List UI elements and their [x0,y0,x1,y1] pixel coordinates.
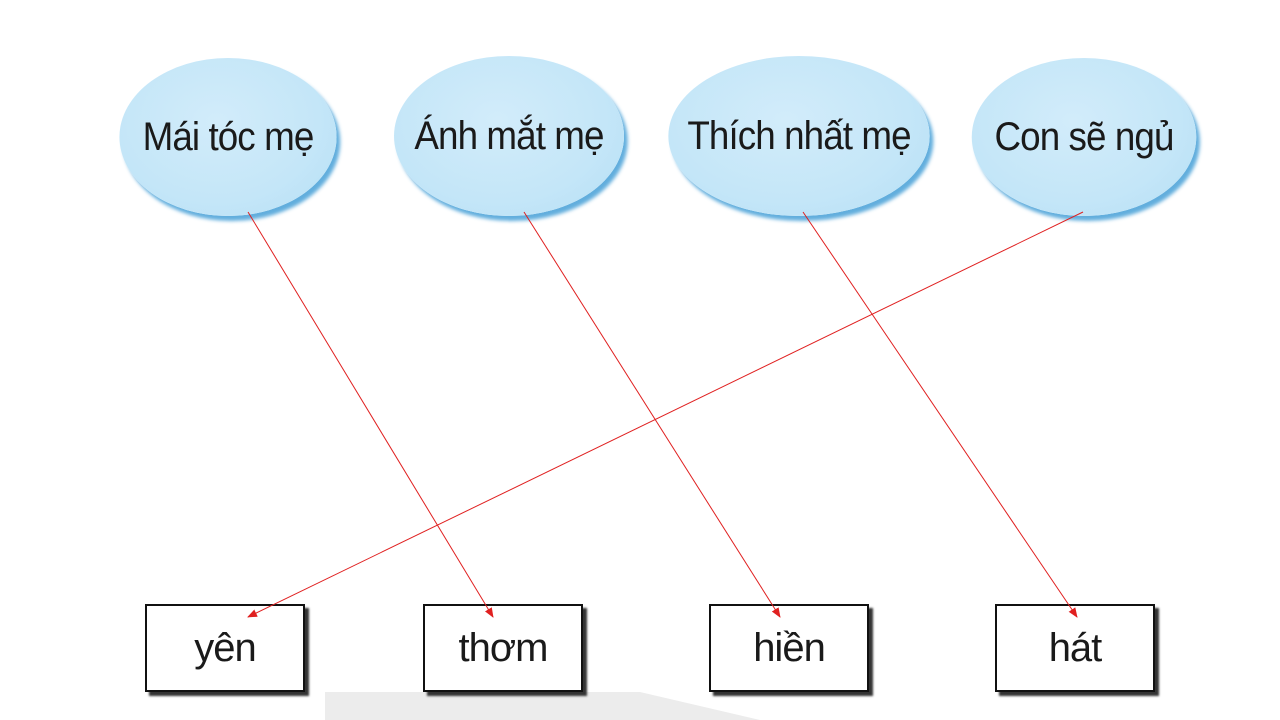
word-label: hiền [753,625,826,670]
phrase-label: Mái tóc mẹ [142,114,315,159]
phrase-label: Ánh mắt mẹ [414,113,604,158]
connection-arrow-1 [247,211,494,618]
phrase-label: Con sẽ ngủ [994,114,1174,159]
phrase-oval-2[interactable]: Ánh mắt mẹ [394,56,624,216]
word-box-4[interactable]: hát [995,604,1155,692]
word-label: hát [1048,625,1103,670]
phrase-label: Thích nhất mẹ [687,113,911,158]
word-label: thơm [458,625,549,670]
word-label: yên [194,625,256,670]
word-box-3[interactable]: hiền [709,604,869,692]
connection-arrow-4 [247,211,1084,618]
word-box-1[interactable]: yên [145,604,305,692]
connection-arrow-3 [802,211,1078,618]
phrase-oval-4[interactable]: Con sẽ ngủ [971,58,1197,216]
phrase-oval-1[interactable]: Mái tóc mẹ [119,58,337,216]
phrase-oval-3[interactable]: Thích nhất mẹ [668,56,930,216]
connection-arrow-2 [523,211,781,618]
word-box-2[interactable]: thơm [423,604,583,692]
